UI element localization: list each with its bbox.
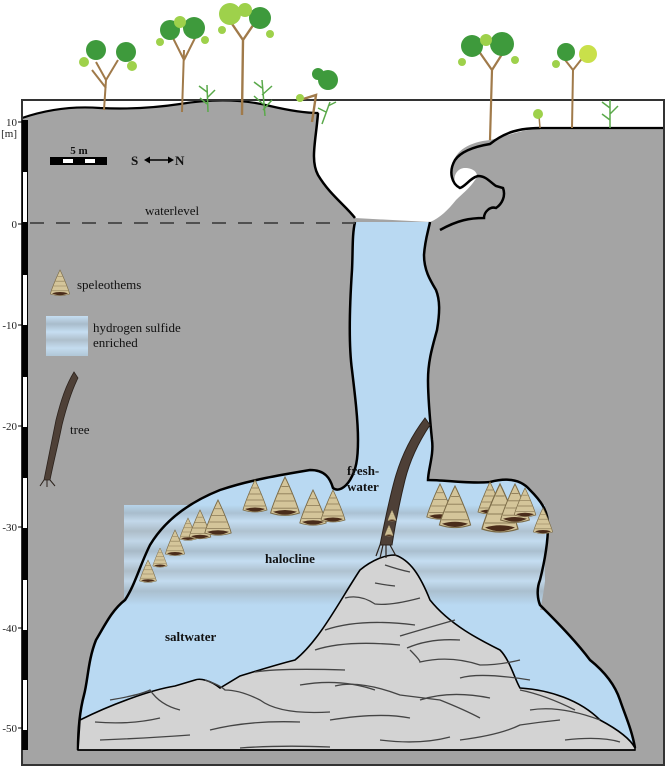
tick-minus50: -50 xyxy=(2,723,17,735)
surface-vegetation xyxy=(79,3,619,141)
tree-icon xyxy=(458,32,519,141)
depth-axis: 10 [m] 0 -10 -20 -30 -40 -50 xyxy=(1,117,28,750)
axis-unit: [m] xyxy=(1,128,17,140)
freshwater-label-line1: fresh- xyxy=(347,463,379,478)
legend-speleothems-label: speleothems xyxy=(77,277,141,292)
north-label: N xyxy=(175,153,185,168)
freshwater-label-line2: water xyxy=(347,479,379,494)
hydrogen-sulfide-swatch xyxy=(46,316,88,356)
tree-trunk-icon xyxy=(39,371,79,487)
legend-h2s-label-line2: enriched xyxy=(93,335,138,350)
tick-minus10: -10 xyxy=(2,320,17,332)
mound-strata xyxy=(94,564,621,749)
scale-label: 5 m xyxy=(70,145,87,157)
tick-0: 0 xyxy=(12,219,18,231)
orientation-indicator: S N xyxy=(131,153,185,168)
water-body xyxy=(78,222,635,750)
tree-icon xyxy=(79,40,137,111)
ground-surface-left xyxy=(21,99,329,120)
legend-tree-label: tree xyxy=(70,422,90,437)
sunken-tree xyxy=(375,417,431,559)
tick-10: 10 xyxy=(6,117,18,129)
sediment-mound xyxy=(77,554,636,751)
tick-minus20: -20 xyxy=(2,421,17,433)
tree-icon xyxy=(218,3,274,116)
overhang-north xyxy=(439,126,541,232)
tick-minus40: -40 xyxy=(2,623,17,635)
legend-h2s-label-line1: hydrogen sulfide xyxy=(93,320,181,335)
sapling-icon xyxy=(533,109,543,129)
arrow-right-icon xyxy=(168,156,174,164)
legend: speleothems hydrogen sulfide enriched tr… xyxy=(39,269,181,487)
tree-icon xyxy=(552,43,597,129)
tick-minus30: -30 xyxy=(2,522,17,534)
waterlevel-label: waterlevel xyxy=(145,203,200,218)
south-label: S xyxy=(131,153,138,168)
tree-icon xyxy=(296,68,338,123)
cave-wall-left xyxy=(76,221,360,751)
arrow-left-icon xyxy=(144,156,150,164)
tree-icon xyxy=(156,16,209,113)
horizontal-scale-bar: 5 m xyxy=(50,145,107,165)
halocline-label: halocline xyxy=(265,551,315,566)
saltwater-label: saltwater xyxy=(165,629,216,644)
